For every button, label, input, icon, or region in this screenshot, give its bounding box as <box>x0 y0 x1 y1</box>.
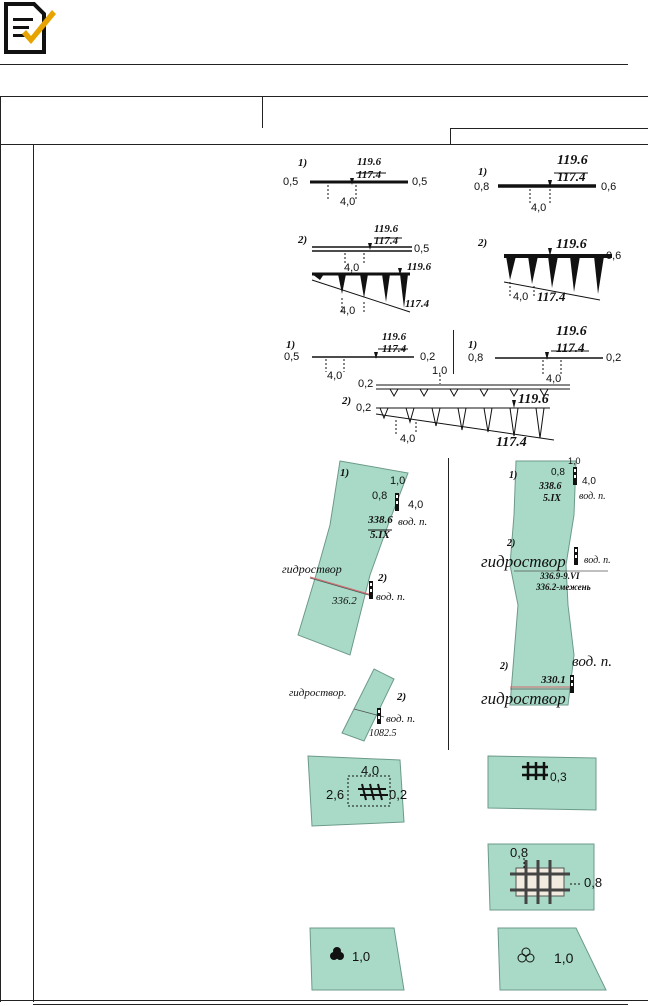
r1r-bottom: 117.4 <box>557 169 586 184</box>
r1l-left-width: 0,5 <box>283 176 299 188</box>
r4r-num1: 1) <box>509 470 518 481</box>
r2r-top: 119.6 <box>556 237 587 252</box>
r3l-top: 119.6 <box>382 331 407 343</box>
header-subline-tick <box>450 128 451 145</box>
r1r-left-width: 0,8 <box>474 181 490 193</box>
r2l-bottom: 117.4 <box>374 235 399 247</box>
r2l-num: 2) <box>298 234 308 246</box>
r5r-right: 0,3 <box>550 770 567 784</box>
r3l-num: 1) <box>286 339 296 351</box>
r4r-frac2-bottom: 336.2-межень <box>536 582 591 592</box>
r4r-mark3: 330.1 <box>541 674 566 686</box>
r2r-spacing: 4,0 <box>513 291 529 303</box>
r1r-right-width: 0,6 <box>601 181 617 193</box>
r2l-spacing2: 4,0 <box>340 305 356 317</box>
r4l-hydro: гидроствор <box>282 562 342 576</box>
r4r-w1: 1,0 <box>568 456 581 466</box>
r2l-bottom2: 117.4 <box>405 298 430 310</box>
r4l-w2: 0,8 <box>372 490 388 502</box>
r4r-frac-bottom: 5.IX <box>543 493 562 504</box>
r4r-hydro: гидроствор <box>481 552 566 571</box>
r3b-top: 119.6 <box>518 392 549 407</box>
r5l-left: 2,6 <box>326 787 345 802</box>
header-split <box>262 96 263 128</box>
r3r-spacing: 4,0 <box>546 373 562 385</box>
table-top-border <box>0 96 648 97</box>
r5l-right: 0,2 <box>389 787 408 802</box>
r4r-label2: вод. п. <box>584 555 611 566</box>
r3r-num: 1) <box>468 339 478 351</box>
header-bottom <box>0 144 648 145</box>
r4r-frac-top: 338.6 <box>539 481 562 492</box>
r4l-label2: вод. п. <box>376 591 406 603</box>
r4l-w3: 4,0 <box>408 499 424 511</box>
r4r-hydro2: гидроствор <box>481 689 566 708</box>
r4l2-num: 2) <box>397 691 407 703</box>
r3b-w2: 1,0 <box>432 365 448 377</box>
r3r-left-width: 0,8 <box>468 352 484 364</box>
r1l-spacing: 4,0 <box>340 196 356 208</box>
r4l-w1: 1,0 <box>390 475 406 487</box>
r6r-top: 0,8 <box>510 845 529 860</box>
number-column-rule <box>33 144 34 1002</box>
table-bottom-border <box>0 1000 648 1001</box>
r3b-w3: 0,2 <box>356 402 372 414</box>
r3l-spacing: 4,0 <box>327 370 343 382</box>
document-check-icon <box>0 0 60 56</box>
r3l-bottom: 117.4 <box>382 343 407 355</box>
r4r-w2: 0,8 <box>551 467 565 478</box>
r7l-value: 1,0 <box>352 949 371 964</box>
r5l-top: 4,0 <box>361 763 380 778</box>
header-rule <box>0 64 628 65</box>
r1l-bottom: 117.4 <box>357 169 382 181</box>
r3r-top: 119.6 <box>556 324 587 339</box>
r2r-right-width: 0,6 <box>606 250 622 262</box>
r4l2-mark: 1082.5 <box>369 728 397 739</box>
r3l-left-width: 0,5 <box>284 351 300 363</box>
r7r-value: 1,0 <box>554 950 574 966</box>
table-left-border <box>0 96 1 1002</box>
r3b-spacing: 4,0 <box>400 433 416 445</box>
header-subline <box>450 128 648 129</box>
r3r-bottom: 117.4 <box>556 340 585 355</box>
r4r-num2: 2) <box>507 538 516 549</box>
r3r-right-width: 0,2 <box>606 352 622 364</box>
r2r-num: 2) <box>478 237 488 249</box>
r1r-num: 1) <box>478 166 488 178</box>
r4r-frac2-top: 336.9-9.VI <box>540 571 580 581</box>
r4l-num1: 1) <box>340 467 350 479</box>
r4l-mark: 336.2 <box>332 595 357 607</box>
r1r-top: 119.6 <box>557 153 588 168</box>
r4r-w3: 4,0 <box>582 476 596 487</box>
r2l-spacing: 4,0 <box>344 262 360 274</box>
r4l2-hydro: гидроствор. <box>289 687 347 699</box>
r1l-top: 119.6 <box>357 156 382 168</box>
r4l-num2: 2) <box>378 572 388 584</box>
r4l-frac-top: 338.6 <box>368 514 393 526</box>
right-column-rule-2 <box>448 458 449 750</box>
r4r-label3: вод. п. <box>572 654 612 670</box>
r1l-right-width: 0,5 <box>412 176 428 188</box>
r2l-right-width: 0,5 <box>414 243 430 255</box>
r4l-label: вод. п. <box>398 516 428 528</box>
r3l-right-width: 0,2 <box>420 351 436 363</box>
r3b-num: 2) <box>342 395 352 407</box>
r2l-top: 119.6 <box>374 223 399 235</box>
r3b-bottom: 117.4 <box>496 435 527 450</box>
r4r-label: вод. п. <box>579 491 606 502</box>
r2l-mark2: 119.6 <box>407 261 432 273</box>
r3b-w1: 0,2 <box>358 378 374 390</box>
page-bottom-rule <box>33 1004 628 1005</box>
r4l-frac-bottom: 5.IX <box>370 529 390 541</box>
r6r-right: 0,8 <box>584 875 603 890</box>
r1r-spacing: 4,0 <box>531 202 547 214</box>
r4r-num3: 2) <box>500 661 509 672</box>
r4l2-label: вод. п. <box>386 713 416 725</box>
r2r-bottom: 117.4 <box>537 289 566 304</box>
right-column-rule-1 <box>453 330 454 374</box>
r1l-num: 1) <box>298 157 308 169</box>
